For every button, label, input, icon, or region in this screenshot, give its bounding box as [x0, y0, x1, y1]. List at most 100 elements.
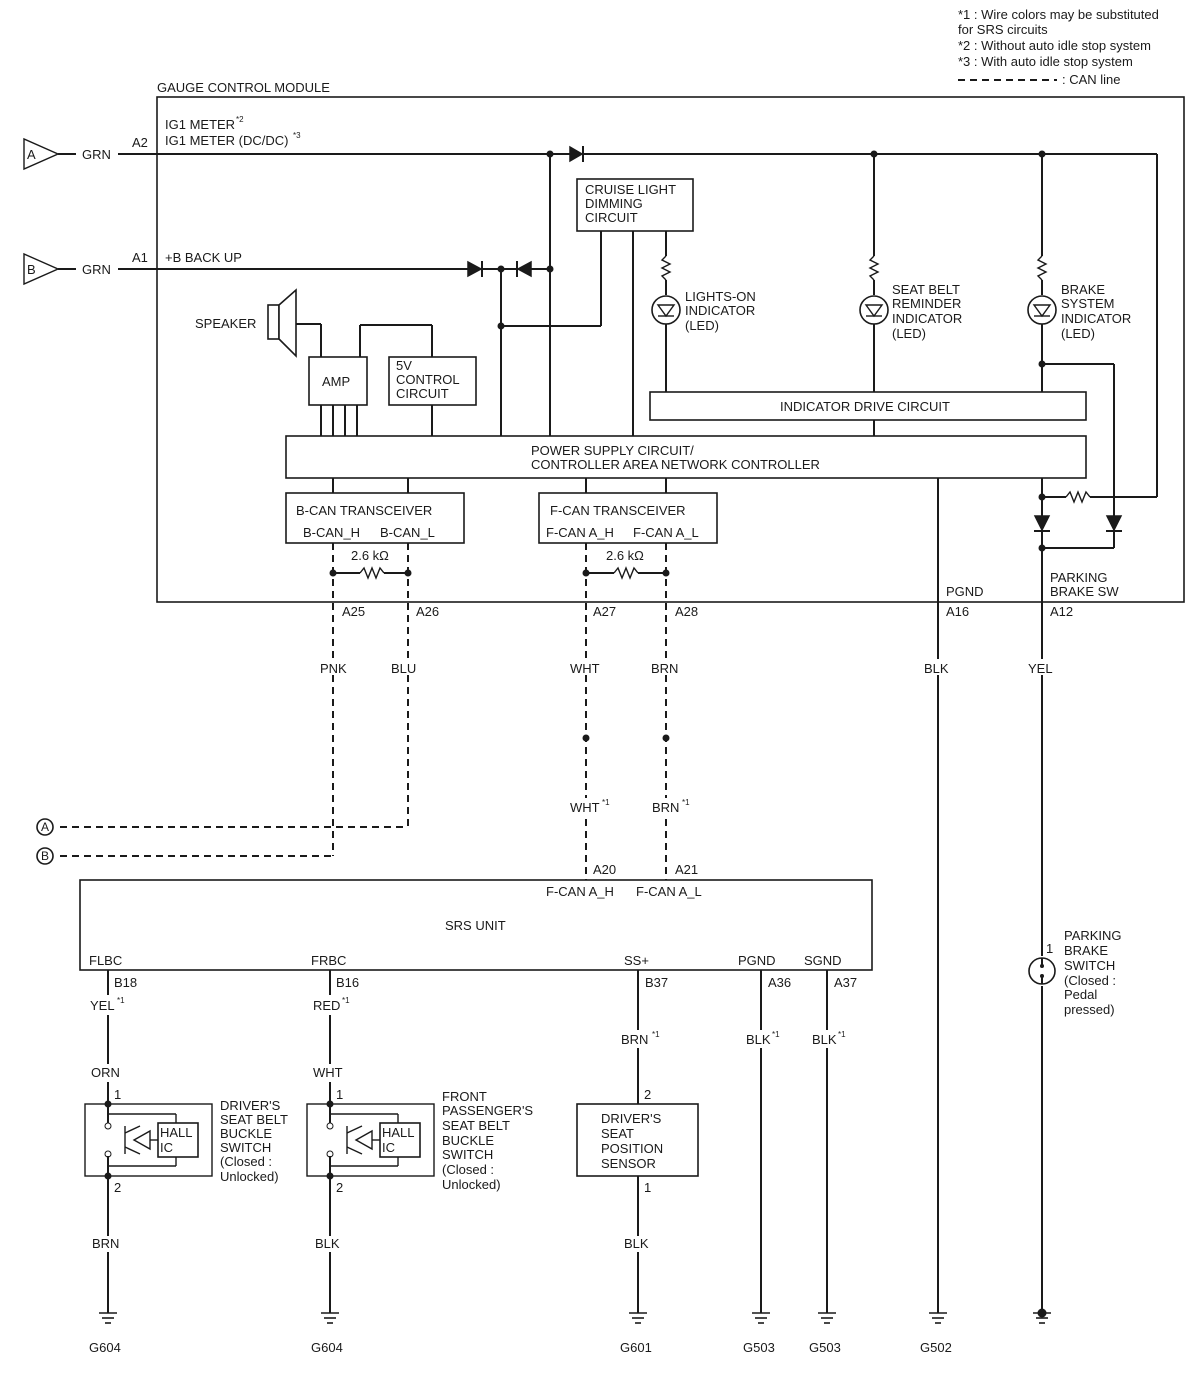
ground-g503-a: G503 — [743, 1340, 775, 1355]
parking-brake-switch — [1028, 956, 1056, 1318]
gcm-frame — [156, 96, 1185, 603]
wire-orn: ORN — [91, 1065, 120, 1080]
star-blk-b: *1 — [838, 1030, 846, 1039]
bcan-resistor-label: 2.6 kΩ — [351, 548, 389, 563]
wire-blk-a36: BLK — [746, 1032, 771, 1047]
gcm-title: GAUGE CONTROL MODULE — [157, 80, 330, 95]
lights-on-indicator — [651, 255, 681, 392]
cruise-label-3: CIRCUIT — [585, 210, 638, 225]
diode-backup-2 — [516, 260, 532, 278]
driver-buckle-2: SEAT BELT — [220, 1112, 288, 1127]
ground-g604-b: G604 — [311, 1340, 343, 1355]
brake-system-indicator — [1027, 154, 1115, 516]
pass-hall-2: IC — [382, 1140, 395, 1155]
wire-brn-srs-sup: *1 — [682, 798, 690, 807]
lights-on-label-3: (LED) — [685, 318, 719, 333]
ground-g601: G601 — [620, 1340, 652, 1355]
pin-a12: A12 — [1050, 604, 1073, 619]
input-a-arrow — [23, 137, 60, 171]
fcan-h-label: F-CAN A_H — [546, 525, 614, 540]
srs-pgnd: PGND — [738, 953, 776, 968]
ig1-dcdc-label: IG1 METER (DC/DC) — [165, 133, 289, 148]
seat-pos-pin-1: 1 — [644, 1180, 651, 1195]
input-a-label: A — [27, 147, 36, 162]
note-can: : CAN line — [1062, 72, 1121, 87]
star-red: *1 — [342, 996, 350, 1005]
brake-sys-label-3: INDICATOR — [1061, 311, 1131, 326]
bcan-l-label: B-CAN_L — [380, 525, 435, 540]
srs-pin-a21: A21 — [675, 862, 698, 877]
driver-buckle-1: DRIVER'S — [220, 1098, 281, 1113]
pass-hall-1: HALL — [382, 1125, 415, 1140]
fcan-l-label: F-CAN A_L — [633, 525, 699, 540]
input-b: B GRN A1 +B BACK UP — [23, 250, 242, 286]
input-a-wire: GRN — [82, 147, 111, 162]
amp-label: AMP — [322, 374, 350, 389]
pass-buckle-2: PASSENGER'S — [442, 1103, 533, 1118]
wire-blk: BLK — [924, 661, 949, 676]
input-a: A GRN A2 IG1 METER *2 IG1 METER (DC/DC) … — [23, 115, 301, 171]
driver-hall-2: IC — [160, 1140, 173, 1155]
pb-switch-pin: 1 — [1046, 941, 1053, 956]
wire-red-srs: RED — [313, 998, 340, 1013]
cruise-label-1: CRUISE LIGHT — [585, 182, 676, 197]
bcan-h-label: B-CAN_H — [303, 525, 360, 540]
note-1: *1 : Wire colors may be substituted — [958, 7, 1159, 22]
lights-on-label-2: INDICATOR — [685, 303, 755, 318]
srs-pin-a37: A37 — [834, 975, 857, 990]
ground-g604-a: G604 — [89, 1340, 121, 1355]
seat-pos-3: POSITION — [601, 1141, 663, 1156]
srs-flbc: FLBC — [89, 953, 122, 968]
driver-buckle-4: SWITCH — [220, 1140, 271, 1155]
pass-buckle-1: FRONT — [442, 1089, 487, 1104]
power-supply-can-controller — [285, 435, 1087, 479]
pin-a25: A25 — [342, 604, 365, 619]
srs-sgnd: SGND — [804, 953, 842, 968]
srs-pin-a36: A36 — [768, 975, 791, 990]
srs-ss: SS+ — [624, 953, 649, 968]
speaker-label: SPEAKER — [195, 316, 256, 331]
wire-brn-g604: BRN — [92, 1236, 119, 1251]
srs-unit — [79, 879, 873, 971]
cruise-light-dimming-circuit — [576, 178, 694, 232]
ground-icon — [629, 1312, 647, 1324]
wire-labels: PNK BLU WHT BRN BLK YEL WHT *1 BRN *1 — [318, 659, 1059, 815]
diode-ig1 — [569, 145, 584, 163]
connector-a-label: A — [41, 820, 49, 834]
pb-switch-6: pressed) — [1064, 1002, 1115, 1017]
lights-on-label-1: LIGHTS-ON — [685, 289, 756, 304]
pb-switch-4: (Closed : — [1064, 973, 1116, 988]
5v-control-circuit — [388, 356, 477, 406]
ctrl5v-label-3: CIRCUIT — [396, 386, 449, 401]
driver-hall-1: HALL — [160, 1125, 193, 1140]
brake-sys-label-4: (LED) — [1061, 326, 1095, 341]
amp-box — [308, 356, 368, 406]
driver-pin-2: 2 — [114, 1180, 121, 1195]
pb-switch-3: SWITCH — [1064, 958, 1115, 973]
driver-buckle-3: BUCKLE — [220, 1126, 272, 1141]
diode-backup-1 — [467, 260, 483, 278]
star-brn: *1 — [652, 1030, 660, 1039]
srs-fcan-l: F-CAN A_L — [636, 884, 702, 899]
fcan-resistor-label: 2.6 kΩ — [606, 548, 644, 563]
ground-icon — [99, 1312, 117, 1324]
pb-switch-1: PARKING — [1064, 928, 1122, 943]
seat-pos-2: SEAT — [601, 1126, 634, 1141]
connector-b-label: B — [41, 849, 49, 863]
star-blk-a: *1 — [772, 1030, 780, 1039]
wire-wht-srs: WHT — [570, 800, 600, 815]
ig1-meter-label: IG1 METER — [165, 117, 235, 132]
seat-pos-1: DRIVER'S — [601, 1111, 662, 1126]
pass-buckle-6: (Closed : — [442, 1162, 494, 1177]
bcan-title: B-CAN TRANSCEIVER — [296, 503, 432, 518]
pin-a27: A27 — [593, 604, 616, 619]
ground-icon — [929, 1312, 947, 1324]
bcan-resistor — [359, 566, 385, 580]
star-yel: *1 — [117, 996, 125, 1005]
pin-a28: A28 — [675, 604, 698, 619]
ground-symbols — [99, 1312, 1051, 1324]
gcm-internal-wiring — [157, 145, 1158, 497]
passenger-buckle-switch — [306, 1100, 435, 1180]
ctrl5v-label-2: CONTROL — [396, 372, 460, 387]
pin-a26: A26 — [416, 604, 439, 619]
